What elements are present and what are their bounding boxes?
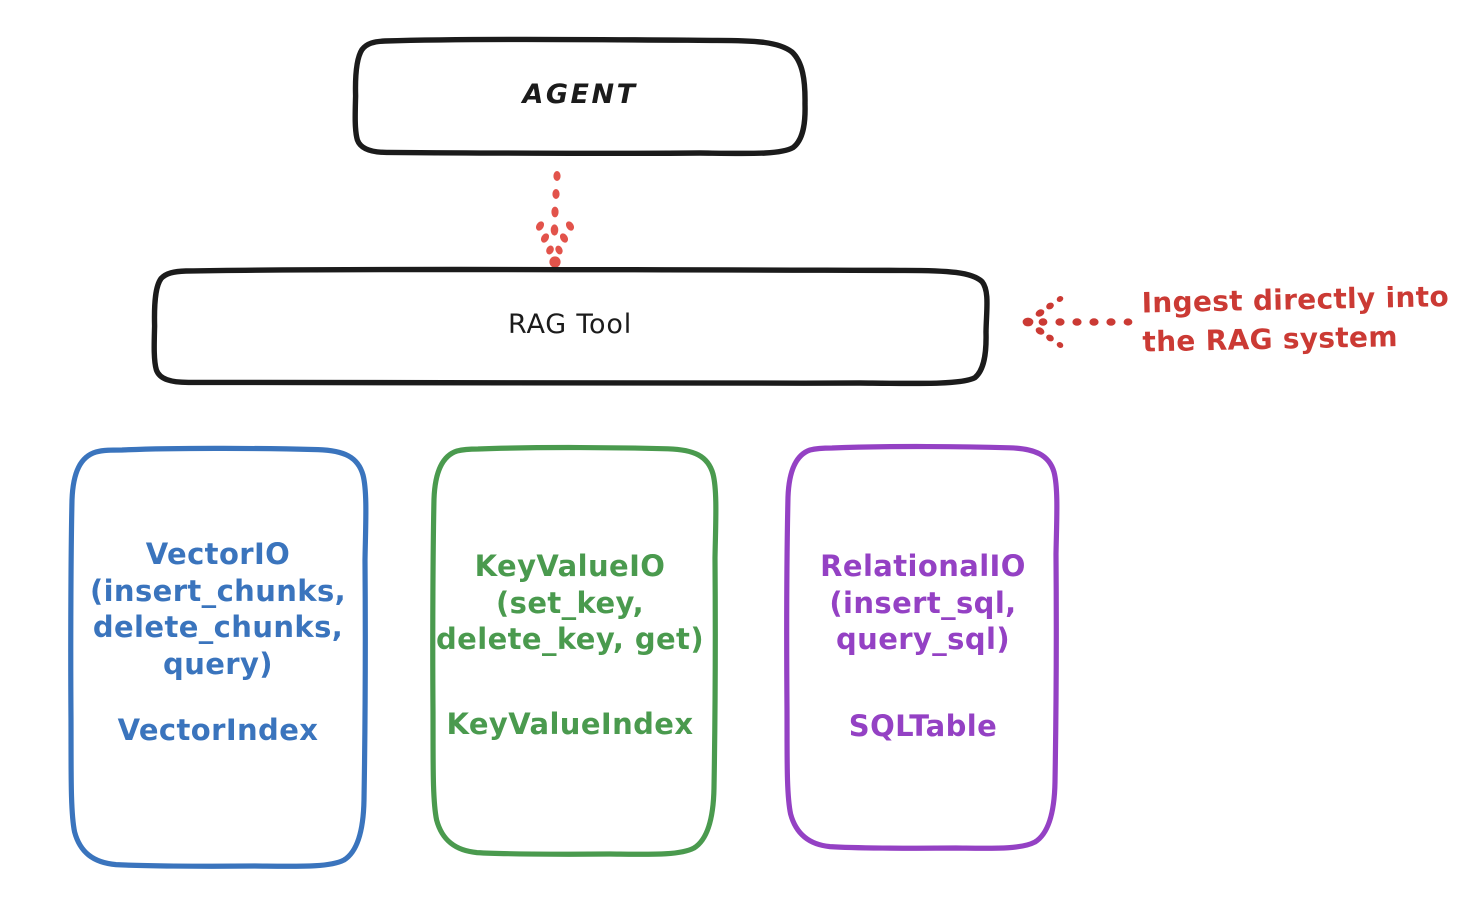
keyvalue-store-box-outline [430, 444, 719, 857]
agent-node[interactable] [352, 36, 808, 157]
agent-box-outline [352, 36, 808, 157]
rag-tool-node[interactable] [151, 266, 990, 387]
rag-tool-box-outline [151, 266, 990, 387]
ingest-annotation-arrow [1022, 296, 1133, 348]
relational-store-box-outline [784, 443, 1060, 851]
agent-to-rag-arrow [535, 171, 575, 268]
relational-store-node[interactable] [784, 443, 1060, 851]
vector-store-box-outline [68, 445, 369, 869]
keyvalue-store-node[interactable] [430, 444, 719, 857]
vector-store-node[interactable] [68, 445, 369, 869]
